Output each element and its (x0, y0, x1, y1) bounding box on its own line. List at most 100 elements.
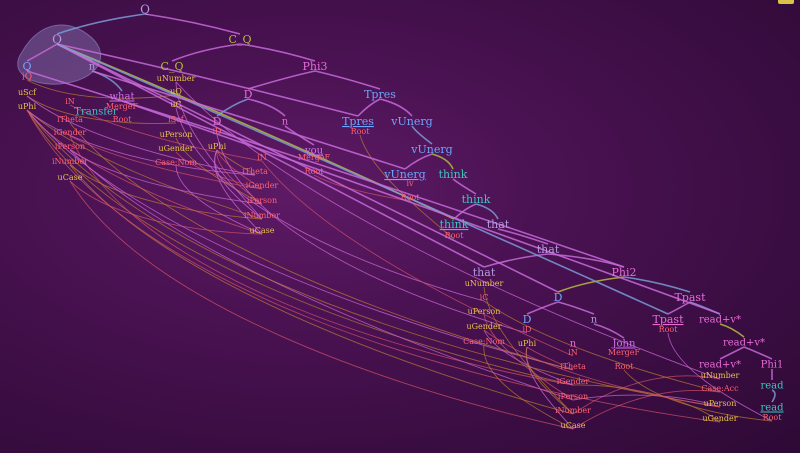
node-readv-2[interactable]: read+v* (723, 338, 765, 349)
tree-branch (171, 43, 241, 62)
node-id-2[interactable]: iD (523, 325, 532, 334)
node-tpres[interactable]: Tpres (364, 88, 396, 101)
node-uperson-1[interactable]: uPerson (160, 130, 193, 139)
node-phi2[interactable]: Phi2 (611, 266, 636, 279)
node-inumber-1[interactable]: iNumber (52, 157, 88, 166)
node-uperson-2[interactable]: uPerson (468, 307, 501, 316)
node-q-2[interactable]: Q (52, 33, 62, 47)
node-ugender-1[interactable]: uGender (158, 144, 193, 153)
node-uphi-1[interactable]: uPhi (18, 102, 37, 111)
node-casenom-1[interactable]: Case:Nom (155, 158, 197, 167)
node-root-2[interactable]: Root (351, 127, 371, 136)
node-d-1[interactable]: D (244, 88, 253, 101)
node-root-7[interactable]: Root (615, 362, 635, 371)
node-c-q2[interactable]: C_Q (161, 60, 184, 73)
node-vunerg-3[interactable]: vUnerg (383, 168, 425, 181)
feature-arc (483, 329, 721, 408)
node-q-root[interactable]: Q (140, 3, 150, 17)
tree-branch (56, 43, 669, 315)
node-uperson-3[interactable]: uPerson (704, 399, 737, 408)
node-iv[interactable]: iv (406, 179, 414, 188)
node-n-4[interactable]: n (570, 339, 577, 350)
node-readv-3[interactable]: read+v* (699, 360, 741, 371)
node-that-2[interactable]: that (537, 243, 560, 256)
node-root-4[interactable]: Root (401, 193, 421, 202)
tree-branch (743, 346, 773, 360)
node-uq[interactable]: uQ (170, 87, 182, 96)
node-you[interactable]: you (304, 146, 324, 157)
node-ugender-2[interactable]: uGender (466, 322, 501, 331)
node-itheta-3[interactable]: iTheta (560, 362, 586, 371)
node-tpres2[interactable]: Tpres (342, 115, 374, 128)
node-iperson-1[interactable]: iPerson (55, 142, 85, 151)
node-ic[interactable]: iC (480, 293, 489, 302)
node-in-1[interactable]: iN (65, 97, 75, 106)
node-unumber-1[interactable]: uNumber (157, 74, 196, 83)
node-id-1[interactable]: iD (213, 127, 222, 136)
node-tpast[interactable]: Tpast (674, 291, 706, 304)
node-igender-1[interactable]: iGender (54, 128, 87, 137)
node-ugender-3[interactable]: uGender (702, 414, 737, 423)
node-ucase-3[interactable]: uCase (561, 421, 586, 430)
node-igender-3[interactable]: iGender (557, 377, 590, 386)
node-think-3[interactable]: think (440, 218, 469, 231)
node-casenom-2[interactable]: Case:Nom (463, 337, 505, 346)
node-mergef-1[interactable]: MergeF (106, 102, 139, 111)
node-what[interactable]: what (110, 92, 135, 103)
node-think-1[interactable]: think (439, 168, 468, 181)
node-vunerg-2[interactable]: vUnerg (410, 143, 452, 156)
feature-arc (26, 95, 177, 124)
node-in-2[interactable]: iN (257, 153, 267, 162)
node-read-1[interactable]: read (760, 381, 784, 392)
feature-arc (69, 149, 574, 401)
node-iperson-2[interactable]: iPerson (247, 196, 277, 205)
node-phi3[interactable]: Phi3 (302, 60, 327, 73)
node-unumber-3[interactable]: uNumber (701, 371, 740, 380)
tree-branch (623, 276, 691, 293)
node-root-8[interactable]: Root (763, 413, 783, 422)
node-d-4[interactable]: D (523, 313, 532, 326)
node-in-3[interactable]: iN (568, 348, 578, 357)
node-inumber-3[interactable]: iNumber (555, 406, 591, 415)
node-n-1[interactable]: n (89, 62, 96, 73)
node-read-2[interactable]: read (760, 403, 784, 414)
node-readv-1[interactable]: read+v* (699, 315, 741, 326)
node-ucase-2[interactable]: uCase (250, 226, 275, 235)
node-d-2[interactable]: D (213, 115, 222, 128)
node-root-5[interactable]: Root (445, 231, 465, 240)
node-inumber-2[interactable]: iNumber (244, 211, 280, 220)
node-q-3[interactable]: Q (22, 60, 31, 73)
node-itheta-2[interactable]: iTheta (242, 167, 268, 176)
node-think-2[interactable]: think (462, 193, 491, 206)
node-uc-1[interactable]: uC (170, 100, 181, 109)
node-mergef-3[interactable]: MergeF (608, 348, 641, 357)
node-iscf[interactable]: iScf (168, 115, 185, 124)
node-uscf[interactable]: uScf (18, 88, 37, 97)
node-ucase-1[interactable]: uCase (58, 173, 83, 182)
node-iq[interactable]: iQ (22, 73, 32, 83)
node-tpast2[interactable]: Tpast (652, 313, 684, 326)
node-c-q[interactable]: C_Q (229, 33, 252, 46)
node-transfer[interactable]: Transfer (74, 107, 118, 118)
node-n-3[interactable]: n (591, 315, 598, 326)
node-unumber-2[interactable]: uNumber (465, 279, 504, 288)
node-iperson-3[interactable]: iPerson (558, 392, 588, 401)
node-root-3[interactable]: Root (305, 167, 325, 176)
node-itheta-1[interactable]: iTheta (57, 115, 83, 124)
node-that-3[interactable]: that (473, 266, 496, 279)
node-root-1[interactable]: Root (113, 115, 133, 124)
node-uphi-3[interactable]: uPhi (518, 339, 537, 348)
node-n-2[interactable]: n (282, 117, 289, 128)
node-vunerg-1[interactable]: vUnerg (390, 115, 432, 128)
node-john[interactable]: John (612, 339, 636, 350)
feature-arc (572, 394, 721, 408)
node-uphi-2[interactable]: uPhi (208, 142, 227, 151)
node-d-3[interactable]: D (554, 291, 563, 304)
node-root-6[interactable]: Root (659, 325, 679, 334)
node-mergef-2[interactable]: MergeF (298, 153, 331, 162)
node-that-1[interactable]: that (487, 218, 510, 231)
node-igender-2[interactable]: iGender (246, 181, 279, 190)
corner-tab-icon[interactable] (778, 0, 794, 4)
node-phi1[interactable]: Phi1 (761, 360, 784, 371)
node-caseacc[interactable]: Case:Acc (701, 384, 739, 393)
